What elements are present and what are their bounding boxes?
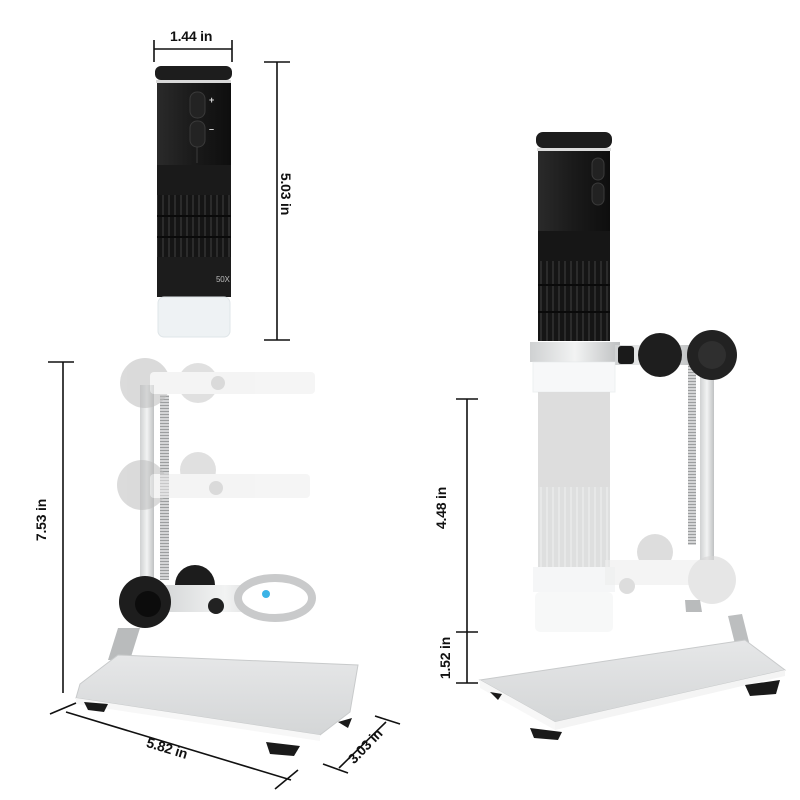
dimension-holder-travel: 4.48 in (433, 486, 450, 530)
led-indicator (262, 590, 270, 598)
zoom-plus-label: + (209, 95, 215, 105)
dimension-min-clearance: 1.52 in (437, 636, 454, 680)
dimension-stand-height: 7.53 in (33, 498, 50, 542)
camera-handheld (155, 66, 232, 338)
dimension-lines (48, 40, 478, 790)
magnification-label: 50X (216, 275, 230, 284)
holder-ghost-middle (117, 452, 310, 510)
holder-ghost-lower (605, 534, 736, 604)
dimension-camera-height: 5.03 in (278, 172, 295, 216)
camera-ghost-lower (532, 361, 616, 632)
zoom-buttons (189, 91, 206, 163)
holder-ghost-top (120, 358, 315, 408)
microscope-assembled (478, 132, 787, 740)
stand-left (75, 358, 359, 756)
dimension-camera-width: 1.44 in (170, 28, 213, 44)
holder-bottom (119, 565, 316, 628)
zoom-minus-label: – (209, 124, 214, 134)
